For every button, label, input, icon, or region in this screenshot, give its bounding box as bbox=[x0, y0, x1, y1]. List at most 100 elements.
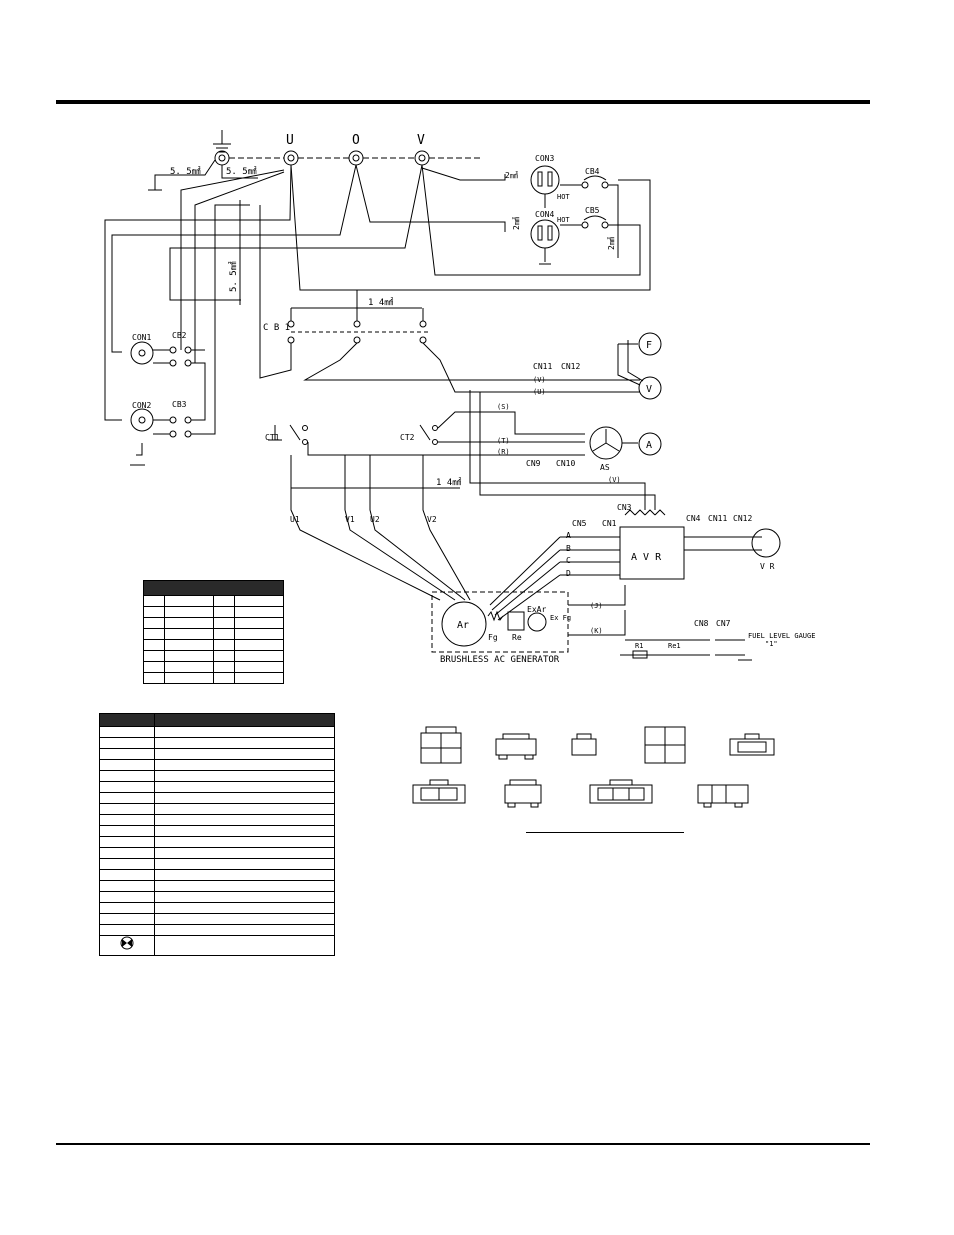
label-f: F bbox=[646, 340, 652, 351]
connector-caption-rule bbox=[526, 832, 684, 833]
ground-icon bbox=[213, 130, 231, 153]
table-row bbox=[99, 825, 335, 837]
label-con1: CON1 bbox=[132, 333, 151, 342]
connector-shape-6 bbox=[412, 779, 466, 804]
connector-shape-3 bbox=[571, 733, 597, 756]
connector-shape-7 bbox=[504, 779, 542, 808]
label-ct2: CT2 bbox=[400, 433, 415, 442]
label-ar: Ar bbox=[457, 620, 469, 631]
table-row bbox=[143, 650, 284, 662]
label-cn9: CN9 bbox=[526, 459, 541, 468]
table-row bbox=[99, 880, 335, 892]
terminal-u bbox=[283, 150, 299, 166]
generator-box bbox=[431, 591, 569, 653]
label-as: AS bbox=[600, 463, 610, 472]
table-row bbox=[143, 639, 284, 651]
label-u: U bbox=[286, 133, 294, 148]
outlet-con3 bbox=[530, 165, 560, 195]
label-re1: Re1 bbox=[668, 642, 681, 650]
wire-size-2c: 2㎟ bbox=[607, 237, 616, 250]
label-cb4: CB4 bbox=[585, 167, 600, 176]
label-avr: A V R bbox=[631, 552, 662, 563]
table-row bbox=[99, 869, 335, 881]
table-row bbox=[143, 595, 284, 607]
wire-size-5-5a: 5. 5㎟ bbox=[170, 166, 201, 177]
connector-shape-8 bbox=[589, 779, 653, 804]
label-cn11a: CN11 bbox=[533, 362, 552, 371]
fuel-gauge-sub: "1" bbox=[765, 640, 778, 648]
component-table bbox=[99, 713, 335, 956]
breaker-cb1 bbox=[287, 320, 430, 344]
fuel-gauge-label: FUEL LEVEL GAUGE bbox=[748, 632, 815, 640]
label-c: C bbox=[566, 556, 571, 565]
tag-s: (S) bbox=[497, 403, 510, 411]
bottom-rule bbox=[56, 1143, 870, 1145]
legend-table bbox=[143, 580, 284, 684]
table-row bbox=[99, 759, 335, 771]
exciter-armature-icon bbox=[527, 612, 547, 632]
label-cn5: CN5 bbox=[572, 519, 587, 528]
label-cn1: CN1 bbox=[602, 519, 617, 528]
tag-k: (K) bbox=[590, 627, 603, 635]
table-row bbox=[143, 617, 284, 629]
top-rule bbox=[56, 100, 870, 104]
label-o: O bbox=[352, 133, 360, 148]
label-re: Re bbox=[512, 633, 522, 642]
wire-size-14b: 1 4㎟ bbox=[436, 477, 461, 488]
voltmeter-icon bbox=[638, 376, 662, 400]
label-a: A bbox=[566, 531, 571, 540]
label-exfg: Ex Fg bbox=[550, 614, 571, 622]
ammeter-switch-icon bbox=[589, 426, 623, 460]
table-row bbox=[99, 770, 335, 782]
label-r1: R1 bbox=[635, 642, 643, 650]
current-transformer-ct2 bbox=[419, 424, 438, 445]
ammeter-icon bbox=[638, 432, 662, 456]
label-v2: V2 bbox=[427, 515, 437, 524]
connector-shape-5 bbox=[729, 733, 775, 756]
label-hot1: HOT bbox=[557, 193, 570, 201]
tag-v2: (V) bbox=[608, 476, 621, 484]
table-row bbox=[99, 891, 335, 903]
label-a-meter: A bbox=[646, 440, 652, 451]
label-v1: V1 bbox=[345, 515, 355, 524]
label-cn12a: CN12 bbox=[561, 362, 580, 371]
table-row bbox=[99, 847, 335, 859]
component-header-row bbox=[99, 713, 335, 727]
table-row bbox=[99, 836, 335, 848]
outlet-con4 bbox=[530, 219, 560, 249]
table-row bbox=[99, 748, 335, 760]
label-cn11b: CN11 bbox=[708, 514, 727, 523]
label-cn3: CN3 bbox=[617, 503, 632, 512]
table-row bbox=[143, 661, 284, 673]
label-u2: U2 bbox=[370, 515, 380, 524]
table-row bbox=[99, 792, 335, 804]
label-cb5: CB5 bbox=[585, 206, 600, 215]
wire-size-14a: 1 4㎟ bbox=[368, 297, 393, 308]
wire-size-5-5c: 5. 5㎟ bbox=[228, 261, 239, 292]
table-row bbox=[99, 935, 335, 956]
label-vr: V R bbox=[760, 562, 775, 571]
breaker-cb4 bbox=[581, 175, 609, 189]
table-row bbox=[99, 737, 335, 749]
label-con2: CON2 bbox=[132, 401, 151, 410]
table-row bbox=[99, 902, 335, 914]
voltage-regulator-icon bbox=[751, 528, 781, 558]
table-row bbox=[99, 814, 335, 826]
label-fg: Fg bbox=[488, 633, 498, 642]
connector-shape-4 bbox=[644, 726, 686, 764]
label-cn7: CN7 bbox=[716, 619, 731, 628]
breaker-cb5 bbox=[581, 215, 609, 229]
table-row bbox=[143, 672, 284, 684]
table-row bbox=[99, 781, 335, 793]
terminal-o bbox=[348, 150, 364, 166]
label-con3: CON3 bbox=[535, 154, 554, 163]
label-cn12b: CN12 bbox=[733, 514, 752, 523]
table-row bbox=[99, 913, 335, 925]
table-row bbox=[99, 726, 335, 738]
tag-r: (R) bbox=[497, 448, 510, 456]
avr-box bbox=[619, 526, 685, 580]
label-cn8: CN8 bbox=[694, 619, 709, 628]
label-ct1: CT1 bbox=[265, 433, 280, 442]
label-v-meter: V bbox=[646, 384, 652, 395]
label-hot2: HOT bbox=[557, 216, 570, 224]
